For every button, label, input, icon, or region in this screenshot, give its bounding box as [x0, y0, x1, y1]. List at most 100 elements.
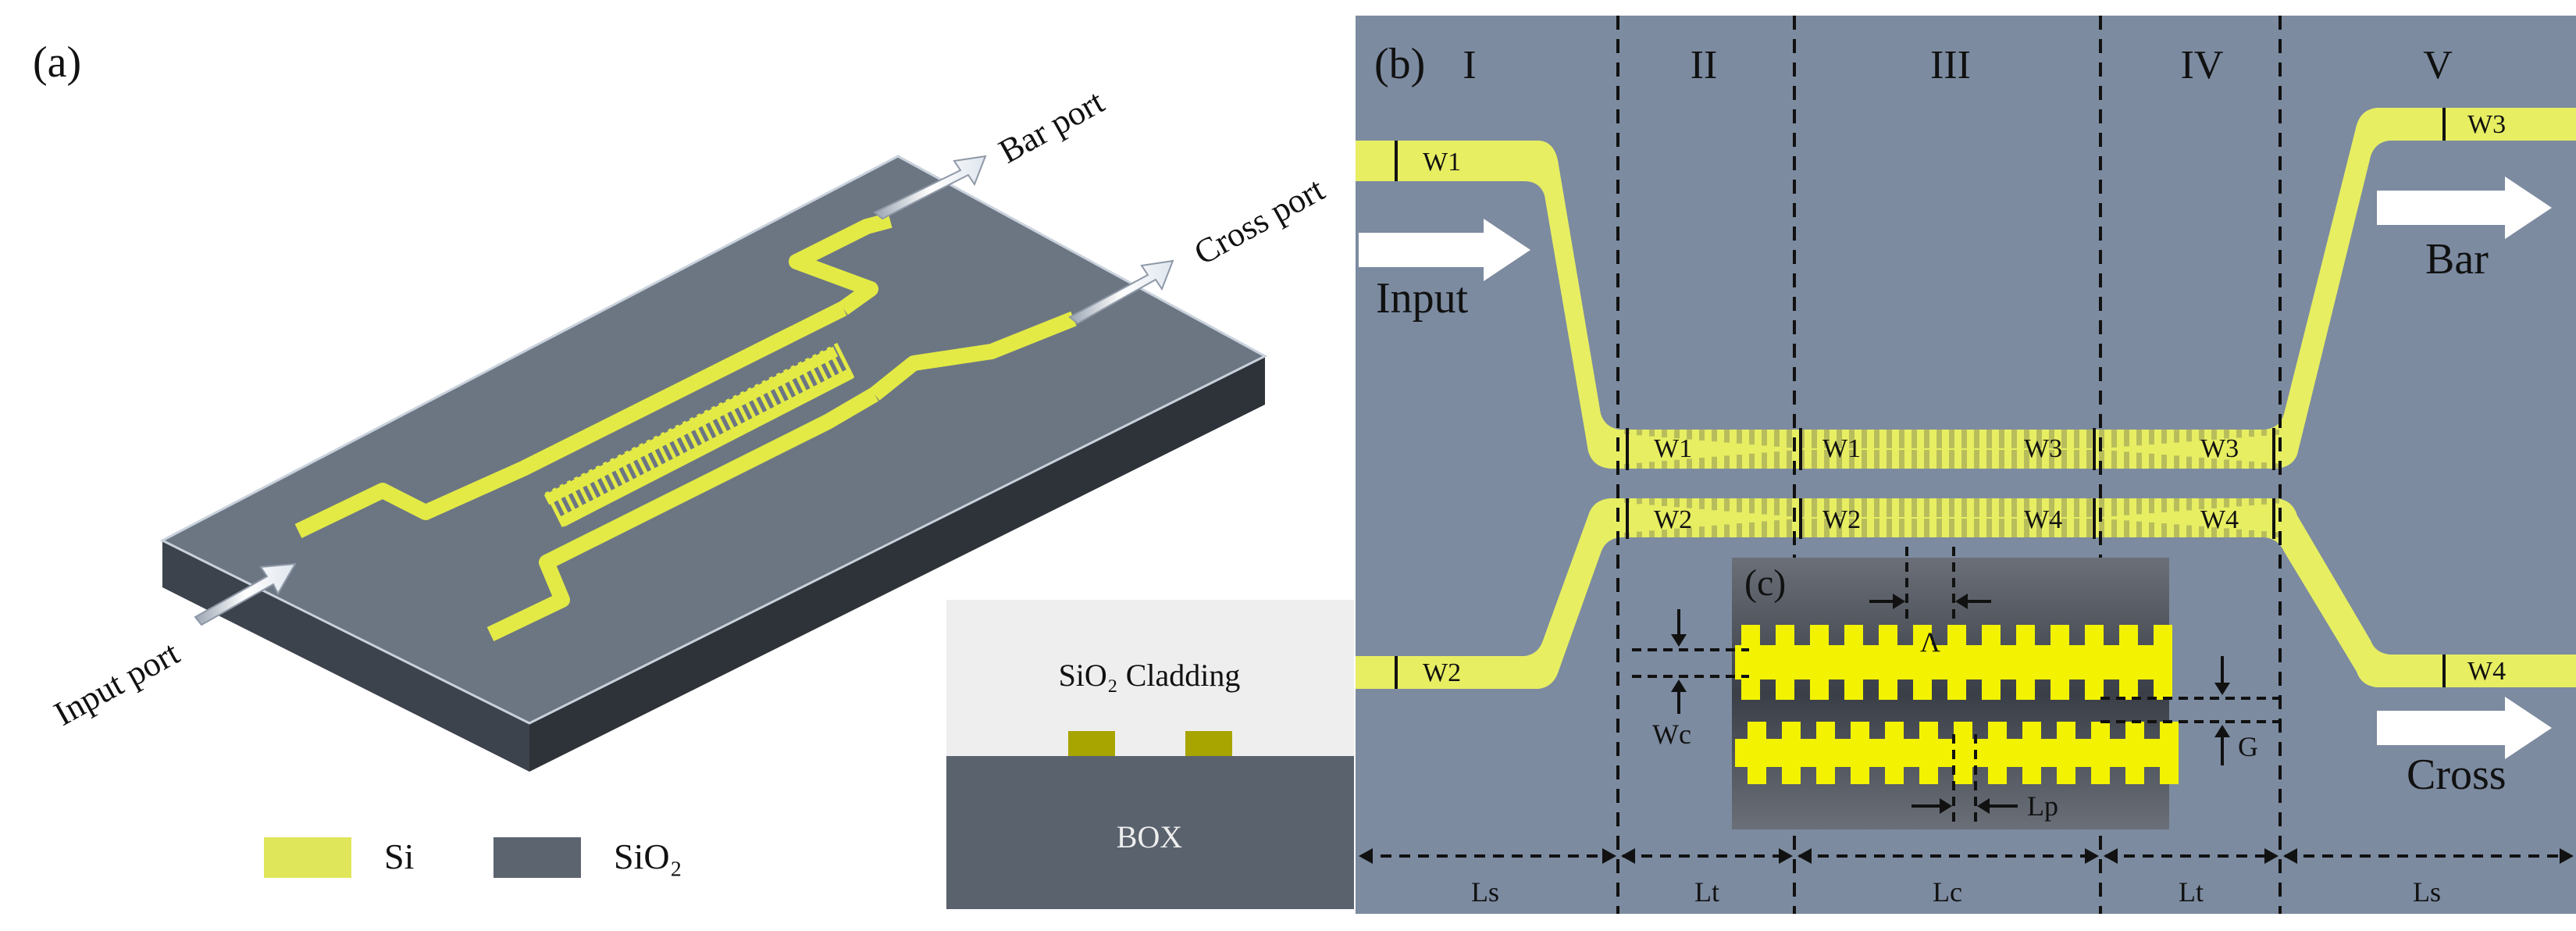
grating-segment	[1919, 722, 1938, 784]
grating-segment	[1988, 722, 2007, 784]
grating-tooth	[646, 439, 667, 476]
grating-segment	[1954, 722, 1972, 784]
corrugation-notch	[1699, 526, 1705, 537]
grating-tooth	[797, 361, 818, 398]
corrugation-notch	[2061, 498, 2067, 517]
corrugation-notch	[1874, 450, 1879, 469]
section-label-ii: II	[1691, 43, 1718, 87]
corrugation-notch	[2124, 451, 2129, 469]
grating-tooth	[617, 454, 638, 490]
corrugation-notch	[1874, 498, 1879, 517]
corrugation-notch	[2036, 430, 2042, 448]
corrugation-notch	[1949, 430, 1954, 448]
corrugation-notch	[2161, 498, 2167, 512]
corrugation-notch	[2224, 498, 2229, 508]
corrugation-notch	[2199, 430, 2204, 441]
grating-tooth	[573, 476, 595, 513]
box-label: BOX	[1117, 819, 1183, 854]
grating-tooth	[566, 480, 587, 516]
corrugation-notch	[2236, 430, 2242, 438]
panel-a: (a) Bar p	[33, 38, 1354, 909]
corrugation-notch	[2149, 430, 2154, 445]
corrugation-notch	[1737, 523, 1742, 537]
corrugation-notch	[2261, 462, 2267, 469]
corrugation-notch	[1849, 430, 1855, 448]
corrugation-notch	[2011, 498, 2017, 517]
corrugation-notch	[1774, 498, 1780, 515]
corrugation-notch	[2261, 531, 2267, 537]
legend-sio2-swatch	[493, 837, 581, 878]
corrugation-notch	[2136, 498, 2142, 515]
corrugation-notch	[1774, 520, 1780, 537]
corrugation-notch	[2111, 498, 2117, 516]
corrugation-notch	[2086, 498, 2092, 517]
corrugation-notch	[1724, 498, 1730, 512]
corrugation-notch	[1637, 430, 1642, 436]
bar-flow-arrow	[2377, 177, 2552, 239]
corrugation-notch	[1999, 450, 2004, 469]
corrugation-notch	[2186, 456, 2192, 469]
corrugation-notch	[1936, 519, 1942, 537]
w1-label-input: W1	[1423, 148, 1461, 177]
bar-port-label: Bar port	[992, 82, 1110, 170]
corrugation-notch	[1999, 498, 2004, 517]
grating-segment	[1913, 625, 1932, 700]
corrugation-notch	[1762, 498, 1767, 515]
w2-label-coupler: W2	[1822, 505, 1861, 534]
corrugation-notch	[2186, 525, 2192, 537]
grating-segment	[1782, 722, 1801, 784]
grating-segment	[1810, 625, 1829, 700]
corrugation-notch	[1662, 530, 1667, 537]
width-labels: W1 W1 W1 W3 W3 W3 W2 W2 W4 W4 W2 W4	[1423, 110, 2506, 687]
grating-segment	[2016, 625, 2035, 700]
corrugation-notch	[2261, 430, 2267, 436]
si-core-right	[1185, 731, 1232, 756]
grating-tooth	[639, 443, 660, 480]
cladding-region	[946, 600, 1354, 756]
corrugation-notch	[2174, 455, 2179, 469]
cladding-label: SiO₂ Cladding	[1059, 658, 1241, 693]
grating-segment	[2125, 722, 2144, 784]
grating-tooth	[739, 391, 761, 427]
corrugation-notch	[1787, 450, 1792, 469]
corrugation-notch	[1874, 430, 1879, 448]
w3-label-coupler: W3	[2024, 434, 2062, 463]
grating-tooth	[718, 401, 739, 439]
corrugation-notch	[1999, 430, 2004, 448]
corrugation-notch	[1712, 430, 1717, 442]
waveguide-network	[294, 212, 1077, 642]
corrugation-notch	[1787, 430, 1792, 448]
grating-tooth	[610, 458, 631, 494]
period-label: Λ	[1920, 626, 1940, 658]
corrugation-notch	[1949, 450, 1954, 469]
corrugation-notch	[2249, 530, 2254, 537]
corrugation-notch	[1899, 498, 1904, 517]
corrugation-notch	[1649, 430, 1655, 437]
corrugation-notch	[1912, 498, 1917, 517]
corrugation-notch	[1637, 462, 1642, 469]
corrugation-notch	[1912, 519, 1917, 537]
corrugation-notch	[2074, 450, 2079, 469]
section-label-v: V	[2423, 43, 2453, 87]
corrugation-notch	[1749, 453, 1755, 469]
gap-label: G	[2238, 731, 2258, 762]
lower-corrugation	[1624, 498, 2279, 537]
corrugation-notch	[2274, 463, 2279, 469]
corrugation-notch	[1749, 498, 1755, 514]
corrugation-notch	[1961, 450, 1967, 469]
corrugation-notch	[2024, 450, 2029, 469]
corrugation-notch	[1961, 519, 1967, 537]
corrugation-notch	[1837, 519, 1842, 537]
corrugation-notch	[1674, 430, 1680, 439]
corrugation-notch	[2136, 452, 2142, 469]
section-label-iii: III	[1930, 43, 1971, 87]
corrugation-notch	[2136, 430, 2142, 446]
corrugation-notch	[2061, 430, 2067, 448]
cross-waveguide	[869, 311, 1077, 401]
corrugation-notch	[2036, 519, 2042, 537]
w2-label-input: W2	[1423, 658, 1461, 687]
corrugation-notch	[1699, 430, 1705, 441]
corrugation-notch	[2174, 498, 2179, 512]
corrugation-notch	[1687, 430, 1692, 440]
corrugation-notch	[1986, 450, 1992, 469]
